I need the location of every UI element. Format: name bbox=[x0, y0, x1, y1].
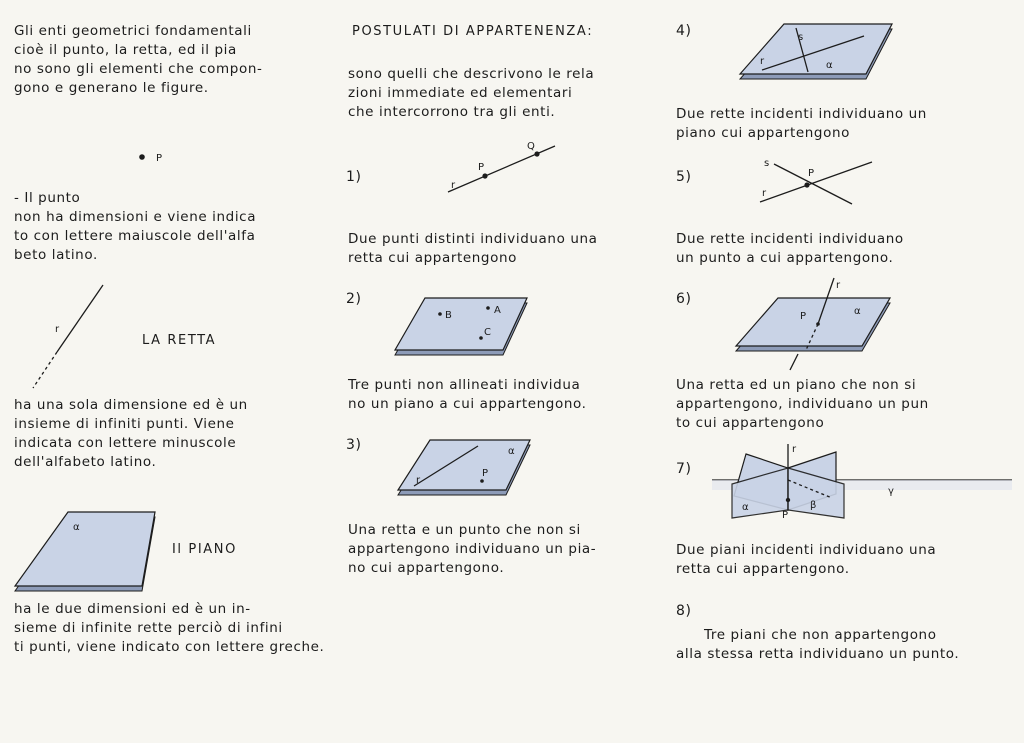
postulate-1-text: Due punti distinti individuano una retta… bbox=[348, 231, 598, 266]
label-r: r bbox=[762, 188, 767, 199]
label-alpha: α bbox=[854, 306, 861, 317]
postulate-7-figure: r α β P γ bbox=[712, 444, 1012, 521]
plane-shape bbox=[396, 439, 531, 491]
postulate-8-text: Tre piani che non appartengono alla stes… bbox=[676, 627, 960, 662]
point-figure: P bbox=[139, 153, 162, 164]
postulate-5-text: Due rette incidenti individuano un punto… bbox=[676, 231, 904, 266]
label-beta: β bbox=[810, 500, 816, 511]
line-solid bbox=[56, 284, 104, 353]
point-dot bbox=[139, 154, 145, 160]
label-b: B bbox=[445, 310, 452, 321]
postulate-4-number: 4) bbox=[676, 23, 692, 39]
postulate-4-text: Due rette incidenti individuano un piano… bbox=[676, 106, 927, 141]
line-dashed bbox=[32, 351, 58, 389]
label-alpha: α bbox=[742, 502, 749, 513]
plane-shape bbox=[13, 511, 156, 587]
plane-shape bbox=[393, 297, 528, 351]
intro-text: Gli enti geometrici fondamentali cioè il… bbox=[14, 23, 263, 96]
postulate-2-number: 2) bbox=[346, 291, 362, 307]
label-c: C bbox=[484, 327, 491, 338]
label-alpha: α bbox=[826, 60, 833, 71]
hidden-edge bbox=[787, 479, 833, 499]
line-r-below bbox=[789, 353, 799, 371]
postulate-5-figure: r s P bbox=[759, 158, 873, 205]
postulate-2-figure: B A C bbox=[393, 297, 528, 356]
line-r-hidden bbox=[805, 323, 819, 351]
label-p: P bbox=[782, 510, 788, 521]
postulate-6-figure: r P α bbox=[734, 277, 892, 371]
label-p: P bbox=[808, 168, 814, 179]
postulate-3-number: 3) bbox=[346, 437, 362, 453]
line-s bbox=[795, 27, 809, 73]
postulate-8-number: 8) bbox=[676, 603, 692, 619]
plane-figure: α bbox=[13, 511, 156, 592]
label-r: r bbox=[836, 280, 841, 291]
label-gamma: γ bbox=[888, 486, 894, 497]
line-r bbox=[413, 445, 479, 487]
label-p: P bbox=[478, 162, 484, 173]
label-s: s bbox=[764, 158, 769, 169]
line-title: LA RETTA bbox=[142, 333, 217, 348]
label-r: r bbox=[792, 444, 797, 455]
line-label: r bbox=[55, 324, 60, 335]
label-q: Q bbox=[527, 141, 535, 152]
section-intro: sono quelli che descrivono le rela zioni… bbox=[348, 66, 595, 120]
label-s: s bbox=[798, 32, 803, 43]
postulate-3-figure: r P α bbox=[396, 439, 531, 496]
section-title: POSTULATI DI APPARTENENZA: bbox=[352, 24, 594, 39]
postulate-7-text: Due piani incidenti individuano una rett… bbox=[676, 542, 937, 577]
label-r: r bbox=[416, 475, 421, 486]
postulate-1-figure: r P Q bbox=[447, 141, 556, 193]
line-s bbox=[773, 163, 853, 205]
line-r-above bbox=[817, 277, 835, 325]
label-r: r bbox=[451, 180, 456, 191]
label-a: A bbox=[494, 305, 501, 316]
label-alpha: α bbox=[508, 446, 515, 457]
line-figure: r bbox=[32, 284, 104, 389]
point-p bbox=[482, 173, 488, 179]
plane-label: α bbox=[73, 522, 80, 533]
point-label: P bbox=[156, 153, 162, 164]
postulate-4-figure: r s α bbox=[738, 23, 893, 80]
line-r bbox=[759, 161, 873, 203]
point-q bbox=[534, 151, 540, 157]
plane-title: Il PIANO bbox=[172, 542, 237, 557]
postulate-1-number: 1) bbox=[346, 169, 362, 185]
postulate-6-number: 6) bbox=[676, 291, 692, 307]
postulate-3-text: Una retta e un punto che non si apparten… bbox=[348, 522, 597, 576]
label-r: r bbox=[760, 56, 765, 67]
point-description: - Il punto non ha dimensioni e viene ind… bbox=[14, 190, 257, 263]
plane-description: ha le due dimensioni ed è un in- sieme d… bbox=[14, 601, 325, 655]
postulate-2-text: Tre punti non allineati individua no un … bbox=[348, 377, 587, 412]
plane-shape bbox=[738, 23, 893, 75]
line-description: ha una sola dimensione ed è un insieme d… bbox=[14, 397, 248, 470]
label-p: P bbox=[800, 311, 806, 322]
intersection-point bbox=[804, 182, 810, 188]
plane-shape bbox=[734, 297, 892, 347]
postulate-7-number: 7) bbox=[676, 461, 692, 477]
postulate-5-number: 5) bbox=[676, 169, 692, 185]
line-r bbox=[761, 35, 865, 71]
postulate-6-text: Una retta ed un piano che non si apparte… bbox=[676, 377, 929, 431]
label-p: P bbox=[482, 468, 488, 479]
